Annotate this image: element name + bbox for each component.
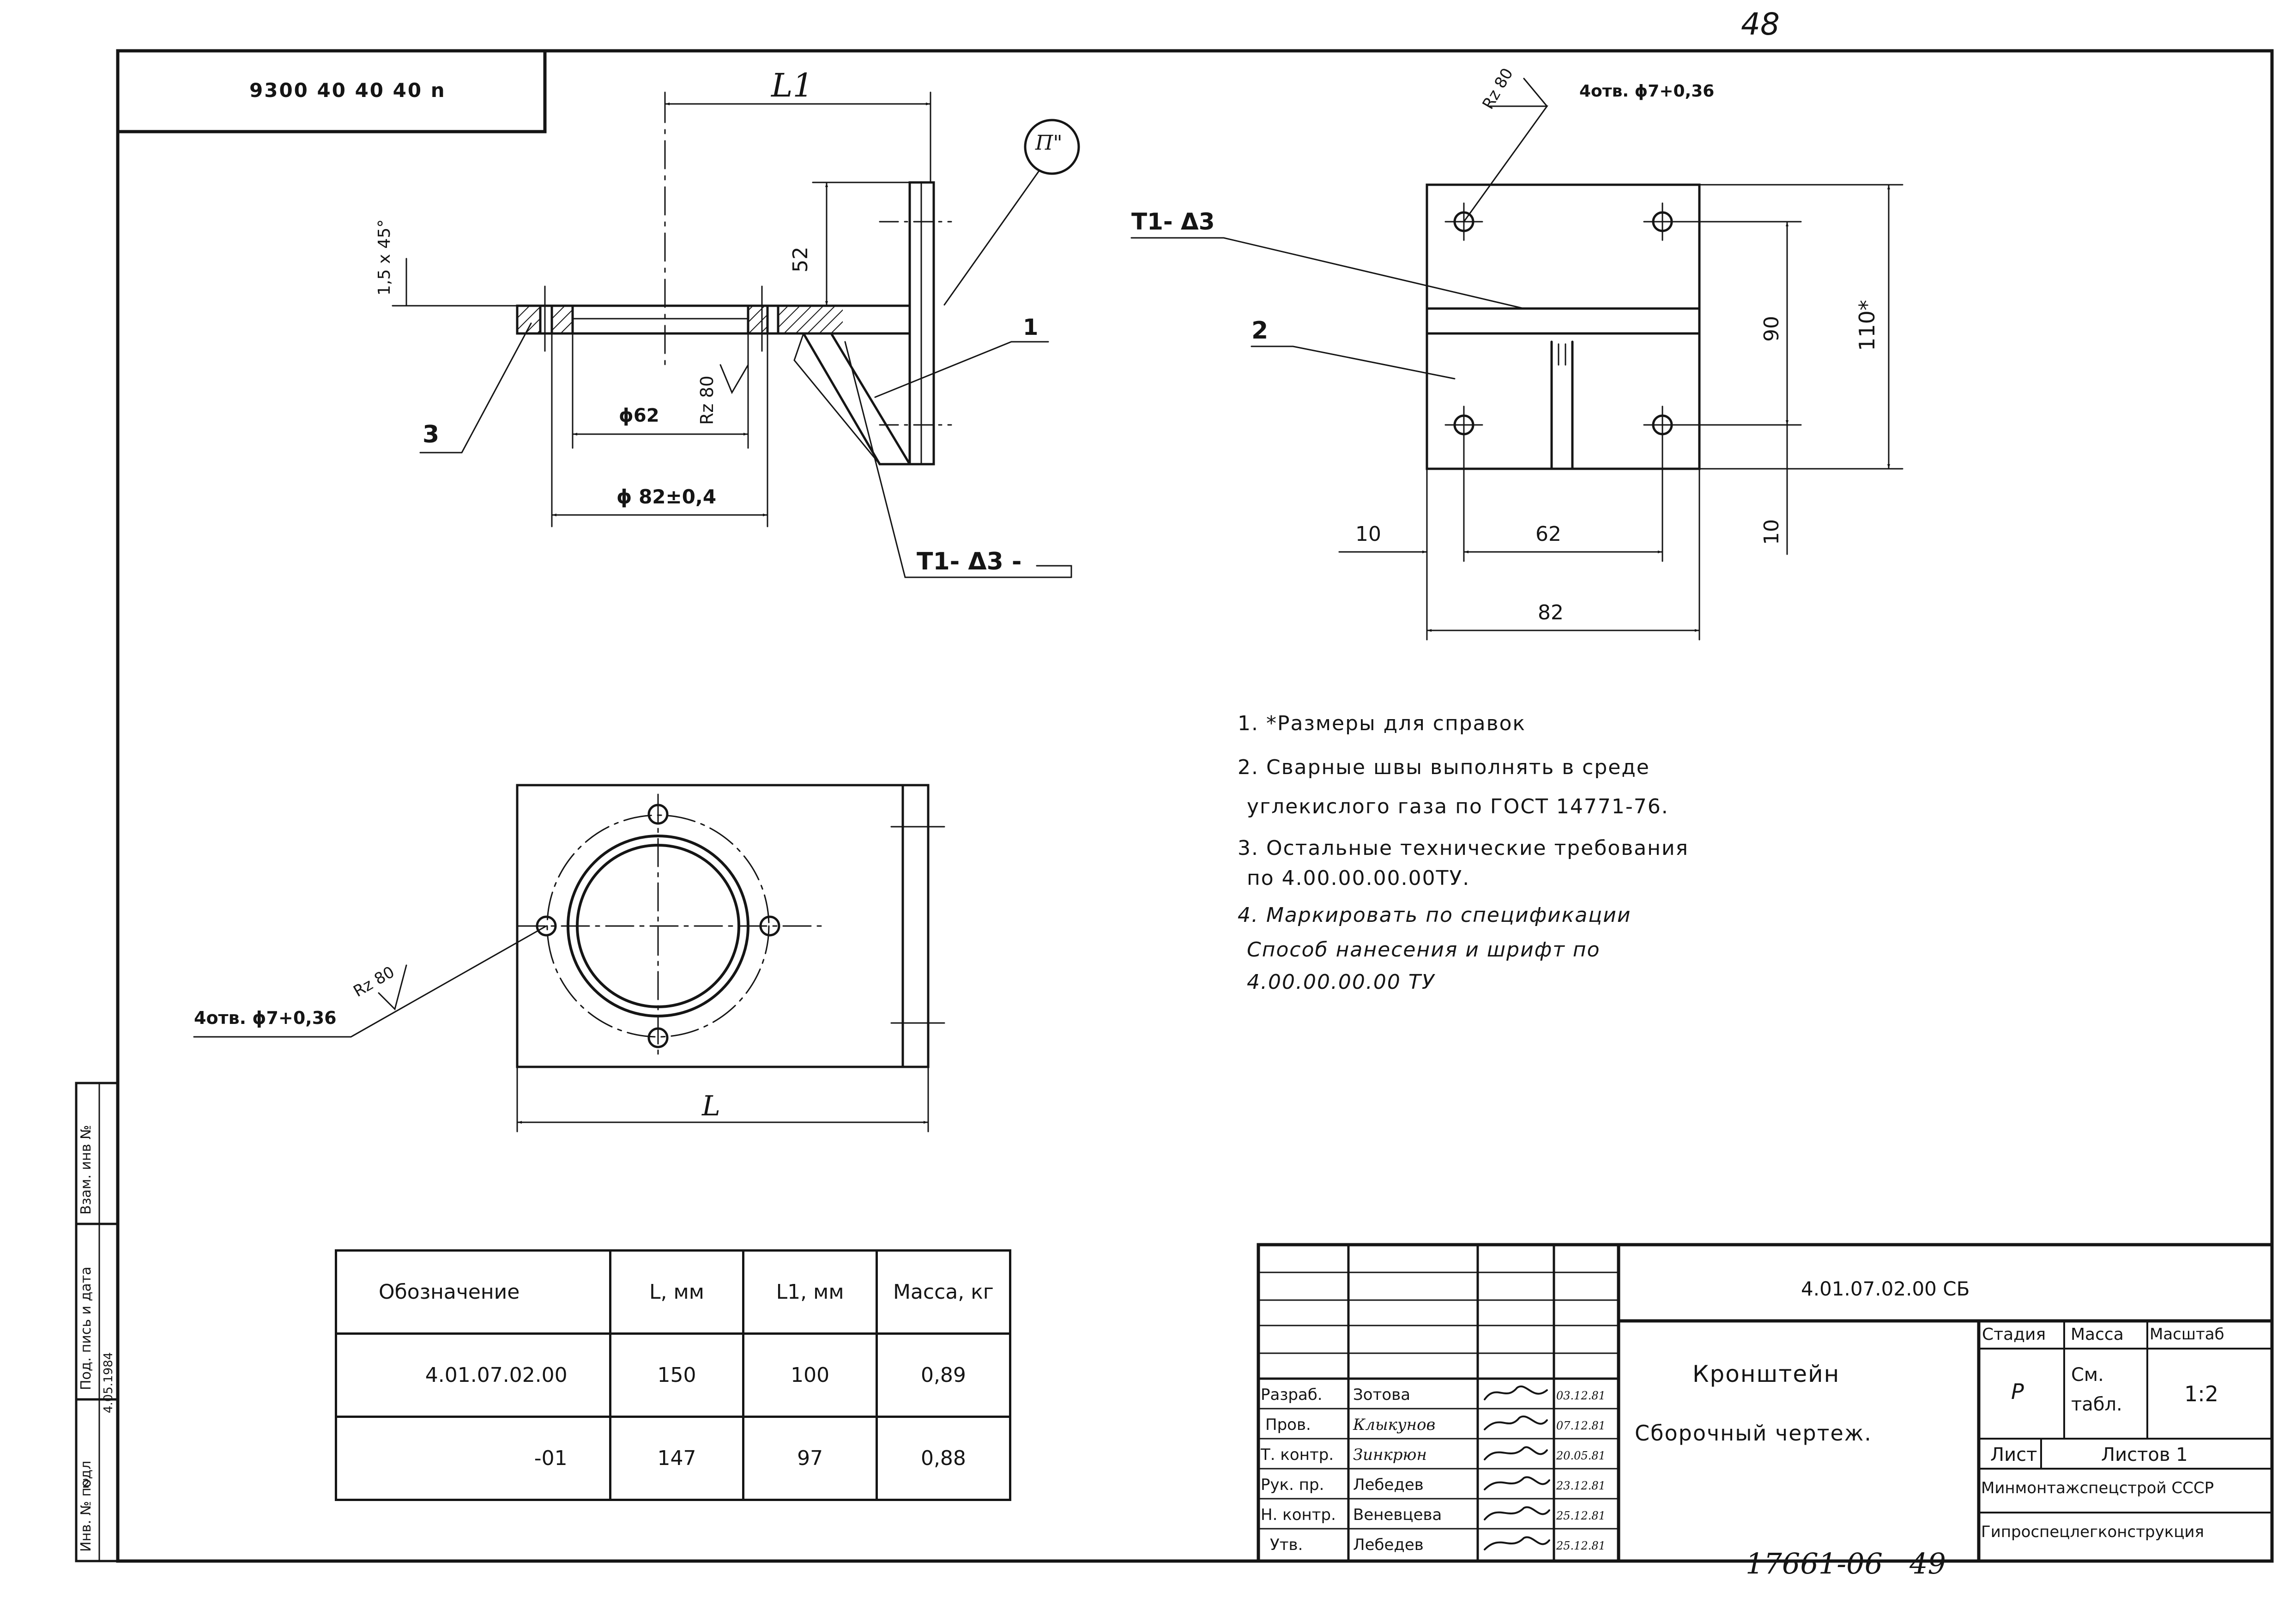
th-mass: Масса, кг [875,1249,1012,1335]
flange-hatch-left [518,307,540,333]
row-number: 2 [82,1477,90,1491]
bottom-page-number: 49 [1909,1547,1946,1580]
cell-mass: 0,88 [875,1416,1012,1501]
note-line-1: 1. *Размеры для справок [1238,712,1526,735]
signer-date: 25.12.81 [1556,1509,1606,1522]
side-strip-frame [75,1082,119,1562]
tb-scale-label: Масштаб [2150,1325,2224,1344]
leader-3-label: 3 [423,421,440,448]
cell-mass: 0,89 [875,1332,1012,1418]
note-line-2: 2. Сварные швы выполнять в среде [1238,756,1650,779]
top-stamp-text: 9300 40 40 40 n [249,79,446,102]
note-line-4: 3. Остальные технические требования [1238,836,1689,860]
archive-number: 17661-06 [1746,1547,1883,1580]
tb-sheets-label: Листов 1 [2101,1444,2188,1465]
side-view [1130,78,1903,641]
tb-part-name: Кронштейн [1692,1361,1840,1387]
signer-name: Клыкунов [1353,1416,1436,1434]
sheet-frame [116,49,2274,1563]
tb-designation: 4.01.07.02.00 СБ [1801,1277,1970,1300]
flange-hatch-inner [748,307,767,333]
dim-dia-62: ϕ62 [619,405,659,426]
plan-view [193,784,945,1132]
top-stamp-box [116,49,547,133]
flange-hatch-mid [552,307,573,333]
plan-holes-note: 4отв. ϕ7+0,36 [194,1008,337,1028]
signer-name: Веневцева [1353,1506,1442,1524]
signer-date: 03.12.81 [1556,1389,1606,1402]
note-line-7: Способ нанесения и шрифт по [1247,938,1601,962]
signer-date: 20.05.81 [1556,1449,1606,1462]
leader-2-label: 2 [1251,317,1269,345]
note-line-8: 4.00.00.00.00 ТУ [1247,970,1435,994]
signer-name: Зинкрюн [1353,1446,1427,1464]
flange-outline [516,304,911,335]
cell-designation: 4.01.07.02.00 [335,1332,611,1418]
th-l1: L1, мм [742,1249,878,1335]
dim-l: L [702,1090,720,1122]
side-view-outline [1426,183,1701,470]
flange-hatch-right [778,307,843,333]
note-line-3: углекислого газа по ГОСТ 14771-76. [1247,795,1669,818]
signer-role: Т. контр. [1261,1446,1334,1464]
table-row: 4.01.07.02.00 150 100 0,89 [335,1332,1012,1418]
th-designation: Обозначение [335,1249,611,1335]
balloon-pi [1024,119,1080,175]
signer-date: 25.12.81 [1556,1539,1606,1552]
tb-doc-type: Сборочный чертеж. [1635,1421,1872,1446]
signer-name: Лебедев [1353,1476,1424,1494]
dim-82-side: 82 [1538,601,1564,624]
table-row: -01 147 97 0,88 [335,1416,1012,1501]
note-line-6: 4. Маркировать по спецификации [1238,903,1631,927]
tb-scale-value: 1:2 [2184,1381,2219,1406]
tb-stage-label: Стадия [1982,1325,2046,1344]
signer-role: Разраб. [1261,1386,1323,1404]
cell-l1: 100 [742,1332,878,1418]
tb-mass-label: Масса [2071,1325,2124,1344]
signer-date: 23.12.81 [1556,1479,1606,1492]
cell-l1: 97 [742,1416,878,1501]
balloon-pi-label: П" [1035,131,1063,155]
tb-org-2: Гипроспецлегконструкция [1981,1523,2204,1541]
leader-1-label: 1 [1023,315,1039,340]
note-line-5: по 4.00.00.00.00ТУ. [1247,866,1470,890]
tb-sheet-label: Лист [1990,1444,2037,1465]
signer-role: Рук. пр. [1261,1476,1324,1494]
signer-role: Утв. [1270,1536,1303,1554]
side-holes-note: 4отв. ϕ7+0,36 [1579,82,1715,101]
signer-name: Зотова [1353,1386,1411,1404]
dim-62-side: 62 [1535,522,1561,546]
tb-org-1: Минмонтажспецстрой СССР [1981,1479,2214,1497]
tb-stage-value: Р [2011,1379,2024,1404]
cell-l: 147 [609,1416,745,1501]
cell-designation: -01 [335,1416,611,1501]
signer-name: Лебедев [1353,1536,1424,1554]
th-l: L, мм [609,1249,745,1335]
signer-role: Н. контр. [1261,1506,1336,1524]
dim-l1: L1 [771,67,814,104]
signer-date: 07.12.81 [1556,1419,1606,1432]
cell-l: 150 [609,1332,745,1418]
tb-mass-value: См. табл. [2071,1364,2122,1415]
dim-dia-82: ϕ 82±0,4 [616,485,717,508]
dim-10-left: 10 [1355,522,1381,546]
gusset [801,332,912,466]
weld-label-front: T1- Δ3 - [917,548,1022,575]
signer-role: Пров. [1265,1416,1311,1434]
variants-table: Обозначение L, мм L1, мм Масса, кг 4.01.… [335,1249,1012,1501]
front-view [392,91,1080,578]
page-number: 48 [1741,6,1780,42]
weld-label-side: T1- Δ3 [1131,208,1215,235]
